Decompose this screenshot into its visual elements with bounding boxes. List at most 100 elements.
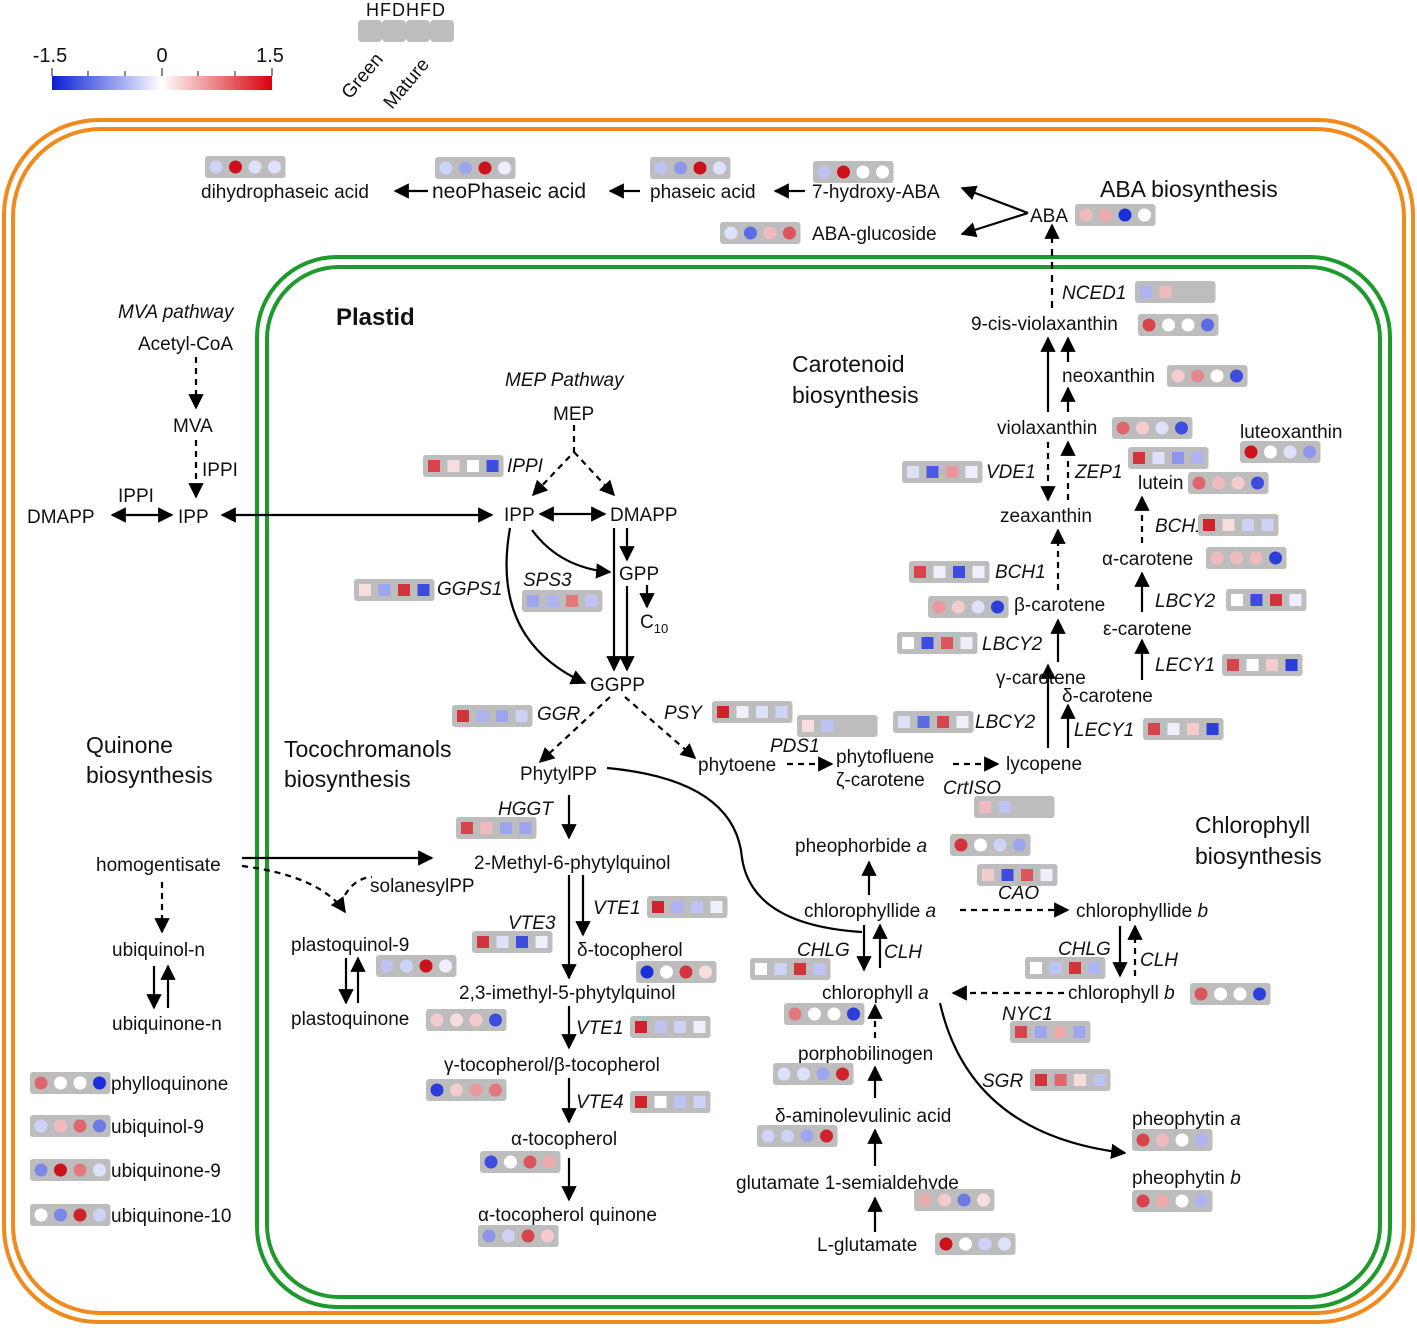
heatmap-cell bbox=[1210, 551, 1224, 565]
heatmap-cell bbox=[1244, 445, 1258, 459]
heatmap-cell bbox=[457, 710, 469, 722]
heatmap-cell bbox=[946, 466, 958, 478]
heatmap-pheophytin-b bbox=[1132, 1190, 1213, 1212]
heatmap-cell bbox=[783, 226, 796, 240]
heatmap-cell bbox=[566, 595, 578, 607]
heatmap-cell bbox=[937, 716, 949, 728]
heatmap-cell bbox=[1285, 659, 1298, 671]
heatmap-cell bbox=[484, 1155, 498, 1169]
heatmap-cell bbox=[1187, 723, 1199, 735]
heatmap-cell bbox=[430, 1083, 444, 1097]
plastid-border-inner bbox=[265, 265, 1382, 1299]
heatmap-cell bbox=[502, 1229, 515, 1243]
heatmap-cell bbox=[736, 706, 749, 718]
heatmap-cell bbox=[1138, 208, 1151, 222]
heatmap-background bbox=[522, 590, 603, 612]
heatmap-cell bbox=[959, 1237, 972, 1251]
mep-pathway-label: MEP Pathway bbox=[505, 370, 625, 391]
heatmap-cell bbox=[691, 901, 703, 913]
gene-ippi: IPPI bbox=[507, 456, 544, 477]
heatmap-cell bbox=[717, 706, 729, 718]
heatmap-cell bbox=[482, 1229, 496, 1243]
gene-clh-a: CLH bbox=[884, 942, 922, 963]
heatmap-lbcy2-b bbox=[897, 632, 978, 654]
gene-vte1-a: VTE1 bbox=[593, 898, 641, 919]
heatmap-background bbox=[750, 958, 831, 980]
heatmap-cell bbox=[229, 160, 242, 174]
heatmap-cell bbox=[820, 1129, 833, 1143]
heatmap-background bbox=[1138, 314, 1219, 336]
heatmap-cell bbox=[971, 600, 985, 614]
heatmap-cell bbox=[519, 822, 532, 834]
heatmap-cell bbox=[439, 161, 453, 175]
heatmap-cell bbox=[761, 1129, 775, 1143]
heatmap-chlorophyll-b bbox=[1190, 983, 1271, 1005]
heatmap-background bbox=[1190, 983, 1271, 1005]
heatmap-cell bbox=[428, 460, 440, 472]
heatmap-cell bbox=[1142, 318, 1156, 332]
gene-pds1: PDS1 bbox=[770, 736, 820, 757]
heatmap-cao bbox=[977, 864, 1058, 886]
heatmap-lutein bbox=[1188, 472, 1269, 494]
heatmap-gamma-beta-tocopherol bbox=[426, 1079, 507, 1101]
gene-zep1: ZEP1 bbox=[1074, 462, 1123, 483]
heatmap-cell bbox=[1214, 987, 1227, 1001]
metabolite-ala: δ-aminolevulinic acid bbox=[775, 1106, 951, 1127]
region-tocochromanols-label-1: Tocochromanols bbox=[284, 736, 451, 762]
metabolite-delta-carotene: δ-carotene bbox=[1062, 686, 1153, 707]
heatmap-background bbox=[30, 1115, 111, 1137]
gene-lecy1-delta: LECY1 bbox=[1155, 655, 1215, 676]
heatmap-cell bbox=[817, 165, 831, 179]
heatmap-lbcy2-c bbox=[893, 711, 974, 733]
scale-min-label: -1.5 bbox=[33, 45, 67, 67]
gene-bch1-beta: BCH1 bbox=[995, 562, 1046, 583]
heatmap-cell bbox=[1269, 551, 1282, 565]
gene-crtiso: CrtISO bbox=[943, 778, 1001, 799]
heatmap-cell bbox=[1264, 445, 1277, 459]
heatmap-cell bbox=[500, 822, 512, 834]
heatmap-cell bbox=[585, 595, 598, 607]
heatmap-background bbox=[478, 1225, 559, 1247]
metabolite-solanesylpp: solanesylPP bbox=[370, 876, 475, 897]
heatmap-cell bbox=[1251, 476, 1264, 490]
heatmap-cell bbox=[478, 161, 492, 175]
heatmap-cell bbox=[459, 161, 472, 175]
metabolite-luteoxanthin: luteoxanthin bbox=[1240, 422, 1342, 443]
metabolite-phytoene: phytoene bbox=[698, 755, 776, 776]
gene-bch1-alpha: BCH1 bbox=[1155, 516, 1206, 537]
heatmap-background bbox=[472, 931, 553, 953]
heatmap-cell bbox=[527, 595, 539, 607]
heatmap-cell bbox=[93, 1208, 106, 1222]
heatmap-ippi bbox=[423, 455, 504, 477]
gene-sps3: SPS3 bbox=[523, 570, 572, 591]
heatmap-cell bbox=[496, 710, 508, 722]
enzyme-ippi-cytosol-2: IPPI bbox=[202, 460, 238, 481]
heatmap-background bbox=[935, 1233, 1016, 1255]
metabolite-epsilon-carotene: ε-carotene bbox=[1103, 619, 1192, 640]
heatmap-cell bbox=[430, 1013, 444, 1027]
heatmap-cell bbox=[541, 1229, 554, 1243]
heatmap-psy bbox=[712, 701, 793, 723]
region-carotenoid-label-2: biosynthesis bbox=[792, 382, 919, 408]
heatmap-background bbox=[30, 1204, 111, 1226]
heatmap-cell bbox=[965, 466, 978, 478]
heatmap-background bbox=[914, 1189, 995, 1211]
heatmap-cell bbox=[1250, 594, 1263, 606]
heatmap-cell bbox=[480, 822, 493, 834]
heatmap-cell bbox=[34, 1076, 48, 1090]
metabolite-gpp: GPP bbox=[619, 564, 659, 585]
heatmap-dihydrophaseic-acid bbox=[205, 156, 286, 178]
heatmap-background bbox=[1188, 472, 1269, 494]
heatmap-beta-carotene bbox=[928, 596, 1009, 618]
heatmap-cell bbox=[419, 959, 433, 973]
heatmap-cell bbox=[1246, 659, 1259, 671]
heatmap-cell bbox=[1203, 519, 1215, 531]
heatmap-cell bbox=[635, 1021, 647, 1033]
heatmap-cell bbox=[54, 1076, 67, 1090]
metabolite-chlorophyllide-a: chlorophyllide a bbox=[804, 901, 936, 922]
heatmap-cell bbox=[496, 936, 509, 948]
gene-clh-b: CLH bbox=[1140, 950, 1178, 971]
heatmap-aba-glucoside bbox=[720, 222, 801, 244]
heatmap-background bbox=[928, 596, 1009, 618]
